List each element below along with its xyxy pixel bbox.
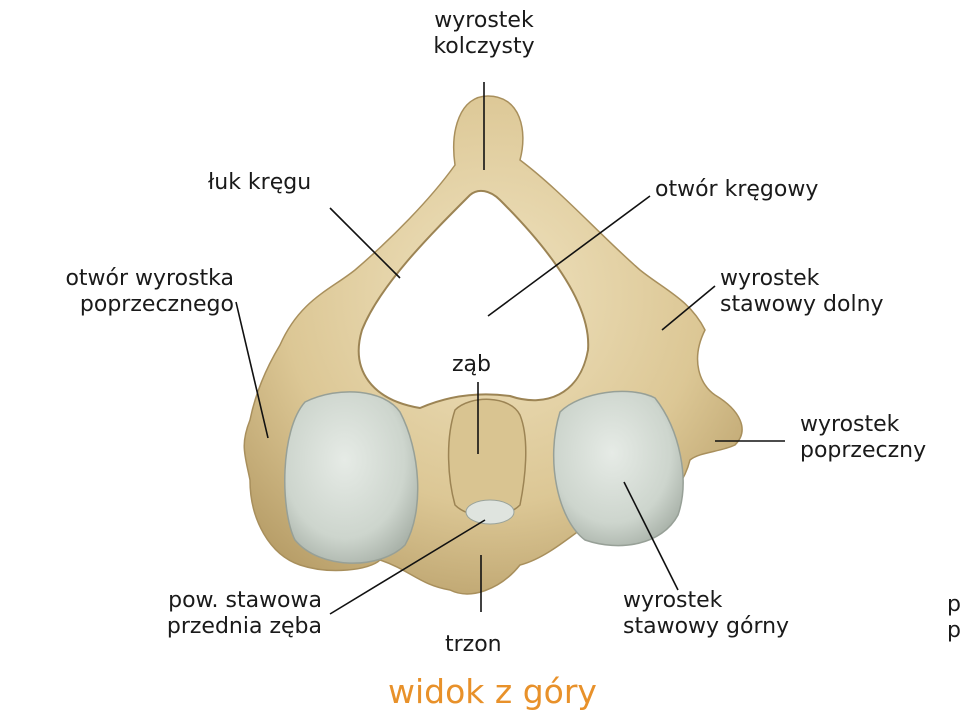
label-vertebral-foramen: otwór kręgowy [655, 177, 818, 203]
label-transverse-foramen: otwór wyrostka poprzecznego [6, 266, 234, 318]
label-inferior-articular-process: wyrostek stawowy dolny [720, 266, 884, 318]
label-vertebral-arch: łuk kręgu [208, 170, 311, 196]
label-body: trzon [445, 632, 502, 658]
label-cropped-fragment: p p [947, 592, 961, 644]
label-spinous-process: wyrostek kolczysty [414, 8, 554, 60]
superior-articular-facet-right [554, 391, 683, 545]
anterior-facet-shape [466, 500, 514, 524]
view-caption: widok z góry [388, 672, 597, 711]
label-dens: ząb [452, 352, 491, 378]
dens-shape [449, 399, 526, 516]
label-anterior-articular-facet-dens: pow. stawowa przednia zęba [100, 588, 322, 640]
label-transverse-process: wyrostek poprzeczny [800, 412, 926, 464]
label-superior-articular-process: wyrostek stawowy górny [623, 588, 789, 640]
superior-articular-facet-left [285, 392, 418, 563]
